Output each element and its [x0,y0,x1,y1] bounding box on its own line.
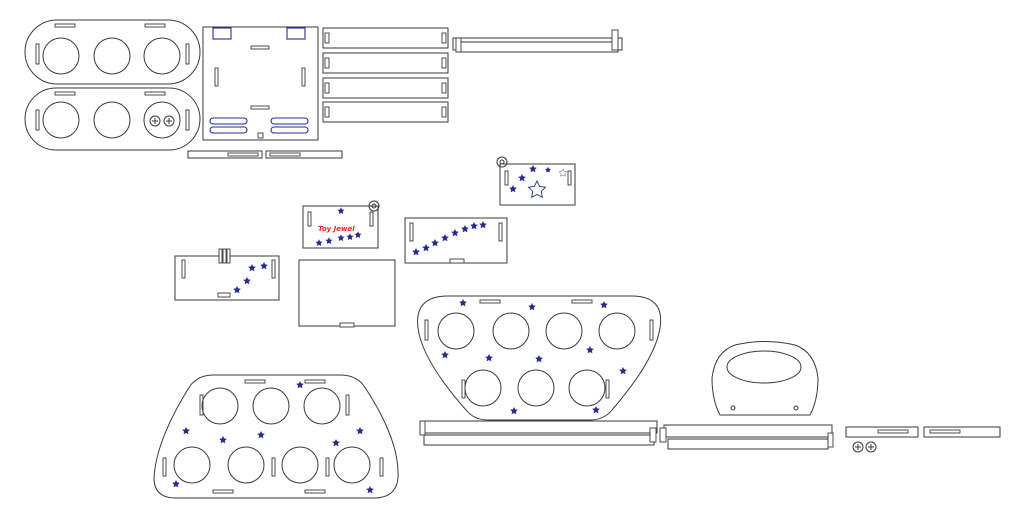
star-icon [558,168,568,177]
star-icon [243,276,251,285]
screw-icon [852,441,864,453]
base-plate-square [202,26,319,141]
star-icon [509,184,517,193]
star-icon [219,435,227,444]
plate-three-holes-top [24,19,201,85]
star-icon [337,207,345,215]
long-rail-bottom-right [659,424,834,450]
star-icon [412,247,420,256]
star-icon [535,354,543,363]
engraved-label: Toy Jewel [318,225,355,233]
star-icon [459,298,467,307]
star-icon [479,220,487,229]
star-icon [441,350,449,359]
axle-strip-bottom [845,426,1001,453]
star-icon [315,239,323,247]
holder-strips [322,27,449,123]
star-icon [619,366,627,375]
star-icon [422,243,430,252]
star-icon [544,166,552,173]
star-icon [257,430,265,439]
star-icon [332,438,340,447]
plate-three-holes-bottom [24,87,201,151]
long-rail-top [452,29,623,53]
side-panel-left [174,248,280,301]
star-icon [441,233,449,242]
star-icon [485,353,493,362]
star-icon [529,164,537,173]
star-icon [233,285,241,294]
star-icon [172,479,180,488]
star-icon [510,406,518,415]
star-icon [592,405,600,414]
screw-icon [163,115,175,127]
star-icon [346,233,354,241]
star-icon [586,345,594,354]
star-icon [325,237,333,245]
long-rail-bottom-left [419,420,658,446]
star-decorations [172,164,627,494]
rear-panel [496,156,576,206]
star-icon [470,221,478,230]
star-icon [366,485,374,494]
star-icon [182,426,190,435]
screw-icon [149,115,161,127]
star-icon [518,173,526,182]
star-icon [356,426,364,435]
star-icon [461,224,469,233]
axle-strip-top [187,150,343,159]
screw-icon [865,441,877,453]
front-panel [404,217,508,264]
star-icon [296,380,304,389]
plate-seven-holes-left [153,374,399,499]
star-icon [431,238,439,247]
star-icon [527,179,547,199]
star-icon [451,228,459,237]
star-icon [260,261,268,270]
oval-window-part [711,341,819,416]
star-icon [600,300,608,309]
lower-box-panel [298,259,396,328]
star-icon [528,302,536,311]
star-icon [337,234,345,242]
star-icon [354,231,362,239]
star-icon [248,263,256,272]
